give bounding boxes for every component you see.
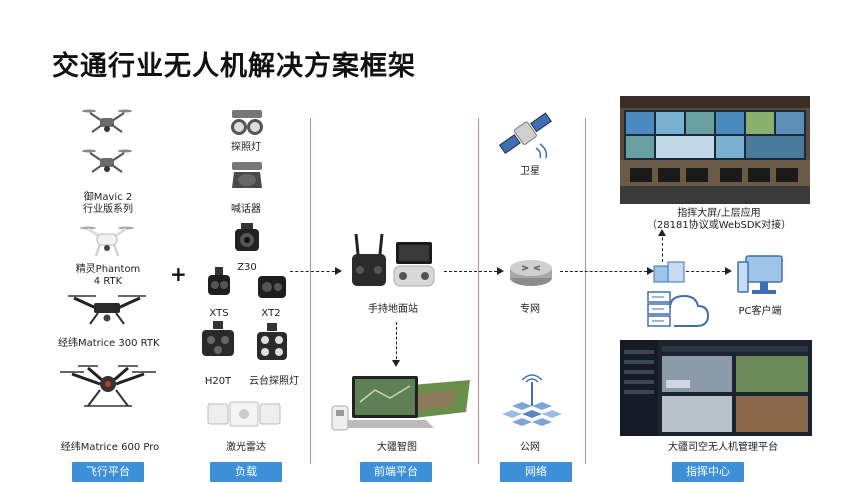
ground-station-label: 手持地面站 [368,304,418,315]
platform-label: 大疆司空无人机管理平台 [668,442,778,453]
m600-label: 经纬Matrice 600 Pro [60,442,160,453]
divider-1 [310,118,311,464]
mavic-drone-icon [82,109,132,133]
page-title: 交通行业无人机解决方案框架 [52,51,416,82]
category-flight-platform: 飞行平台 [72,462,144,482]
satellite-icon [498,112,552,159]
xts-label: XTS [209,308,229,319]
category-payload: 负载 [210,462,282,482]
command-screen-label: 指挥大屏/上层应用（28181协议或WebSDK对接） [646,208,792,231]
h20t-label: H20T [204,376,232,387]
cloud-server-icon [647,291,710,327]
mapping-label: 大疆智图 [377,442,417,453]
xts-camera-icon [208,267,230,295]
arrow-server-to-pc [686,267,732,275]
m300-label: 经纬Matrice 300 RTK [58,338,160,349]
network-node-icon [653,261,685,283]
public-network-icon [502,374,562,426]
flighthub-screenshot [620,340,812,436]
category-network: 网络 [500,462,572,482]
arrow-station-to-mapping [392,322,400,367]
spotlight-label: 探照灯 [231,142,261,153]
z30-camera-icon [235,223,259,251]
private-net-label: 专网 [520,304,540,315]
m600-drone-icon [60,365,156,407]
arrow-station-to-private-net [444,267,504,275]
divider-2 [478,118,479,464]
gimbal-spotlight-icon [257,323,287,360]
z30-label: Z30 [237,262,257,273]
smart-controller-icon [393,242,435,287]
category-front-platform: 前端平台 [360,462,432,482]
remote-controller-icon [352,233,386,286]
divider-3 [585,118,586,464]
satellite-label: 卫星 [520,166,540,177]
arrow-net-to-server [560,267,654,275]
arrow-payload-to-station [290,267,342,275]
lidar-label: 激光雷达 [226,442,266,453]
pc-client-label: PC客户端 [738,306,782,317]
speaker-icon [232,162,262,188]
mapping-laptop-icon [331,376,470,431]
xt2-label: XT2 [261,308,281,319]
m300-drone-icon [68,295,146,325]
mavic-drone-icon [82,149,132,173]
xt2-camera-icon [258,276,286,298]
plus-sign: + [170,262,187,286]
speaker-label: 喊话器 [231,204,261,215]
command-screen-photo [620,96,810,204]
public-net-label: 公网 [520,442,540,453]
category-command-center: 指挥中心 [672,462,744,482]
spotlight-icon [231,110,263,135]
arrow-server-to-screen [658,229,666,262]
lidar-icon [207,401,281,427]
gimbal-spotlight-label: 云台探照灯 [249,376,299,387]
h20t-camera-icon [202,321,234,356]
phantom-drone-icon [80,226,134,257]
pc-client-icon [737,255,783,294]
router-icon [510,260,552,286]
